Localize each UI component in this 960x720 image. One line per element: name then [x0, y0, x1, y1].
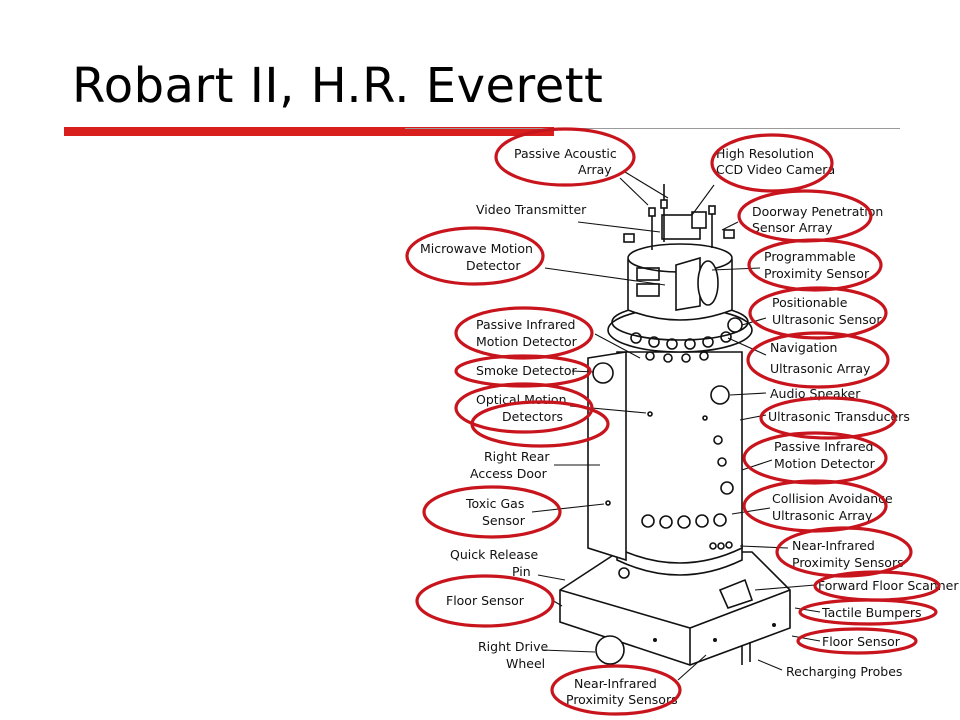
- label-doorway-2: Sensor Array: [752, 220, 833, 235]
- ring-toxic: [422, 485, 562, 539]
- label-hires-camera-1: High Resolution: [716, 146, 814, 161]
- label-smoke-detector: Smoke Detector: [476, 363, 578, 378]
- component-labels: Passive Acoustic Array High Resolution C…: [420, 146, 959, 707]
- label-programmable-1: Programmable: [764, 249, 856, 264]
- title-divider: [405, 128, 900, 129]
- ring-ultrasonic-transducers: [759, 396, 897, 440]
- robot-illustration: [559, 184, 791, 666]
- ring-collision: [742, 479, 888, 533]
- label-hires-camera-2: CCD Video Camera: [716, 162, 835, 177]
- leader-lines: [531, 171, 821, 681]
- label-microwave-1: Microwave Motion: [420, 241, 533, 256]
- label-ultrasonic-transducers: Ultrasonic Transducers: [768, 409, 910, 424]
- ring-microwave: [405, 226, 545, 286]
- rear-access-door: [587, 351, 627, 562]
- ring-floor-left: [415, 574, 555, 628]
- label-rear-door-1: Right Rear: [484, 449, 550, 464]
- label-programmable-2: Proximity Sensor: [764, 266, 870, 281]
- label-toxic-1: Toxic Gas: [465, 496, 524, 511]
- label-nir-bottom-1: Near-Infrared: [574, 676, 657, 691]
- ring-optical-2: [470, 400, 610, 448]
- title-accent-bar: [64, 127, 554, 136]
- label-pir-right-2: Motion Detector: [774, 456, 876, 471]
- label-nir-right-2: Proximity Sensors: [792, 555, 904, 570]
- label-navigation-2: Ultrasonic Array: [770, 361, 871, 376]
- label-forward-floor-scanner: Forward Floor Scanner: [818, 578, 959, 593]
- label-pir-top-1: Passive Infrared: [476, 317, 576, 332]
- label-pir-right-1: Passive Infrared: [774, 439, 874, 454]
- label-quick-release-2: Pin: [512, 564, 531, 579]
- label-drive-wheel-1: Right Drive: [478, 639, 549, 654]
- label-passive-acoustic-2: Array: [578, 162, 612, 177]
- label-positionable-2: Ultrasonic Sensor: [772, 312, 882, 327]
- label-rear-door-2: Access Door: [470, 466, 548, 481]
- label-floor-sensor-right: Floor Sensor: [822, 634, 901, 649]
- label-video-transmitter: Video Transmitter: [476, 202, 587, 217]
- ring-navigation: [746, 331, 890, 389]
- label-toxic-2: Sensor: [482, 513, 526, 528]
- label-doorway-1: Doorway Penetration: [752, 204, 883, 219]
- drive-wheel: [595, 635, 625, 665]
- label-positionable-1: Positionable: [772, 295, 848, 310]
- label-optical-1: Optical Motion: [476, 392, 567, 407]
- slide-title: Robart II, H.R. Everett: [72, 58, 604, 114]
- label-navigation-1: Navigation: [770, 340, 837, 355]
- label-collision-1: Collision Avoidance: [772, 491, 893, 506]
- ring-smoke: [454, 354, 592, 388]
- label-recharging-probes: Recharging Probes: [786, 664, 902, 679]
- forward-floor-scanner: [718, 578, 754, 609]
- label-floor-sensor-left: Floor Sensor: [446, 593, 525, 608]
- label-nir-right-1: Near-Infrared: [792, 538, 875, 553]
- ring-pir-right: [742, 431, 888, 485]
- ring-floor-right: [796, 627, 918, 655]
- ring-hires-camera: [710, 133, 834, 193]
- ring-tactile: [798, 598, 938, 626]
- ring-optical-1: [454, 382, 594, 434]
- label-microwave-2: Detector: [466, 258, 521, 273]
- label-optical-2: Detectors: [502, 409, 563, 424]
- highlight-rings: [405, 127, 941, 716]
- label-quick-release-1: Quick Release: [450, 547, 538, 562]
- label-passive-acoustic-1: Passive Acoustic: [514, 146, 617, 161]
- label-tactile-bumpers: Tactile Bumpers: [821, 605, 922, 620]
- label-pir-top-2: Motion Detector: [476, 334, 578, 349]
- ring-pir-top: [454, 306, 594, 360]
- label-nir-bottom-2: Proximity Sensors: [566, 692, 678, 707]
- label-drive-wheel-2: Wheel: [506, 656, 545, 671]
- ring-nir-bottom: [550, 664, 682, 716]
- ring-passive-acoustic: [494, 127, 636, 187]
- ring-programmable: [747, 238, 883, 292]
- label-collision-2: Ultrasonic Array: [772, 508, 873, 523]
- ring-nir-right: [775, 526, 913, 578]
- ring-positionable: [748, 286, 888, 340]
